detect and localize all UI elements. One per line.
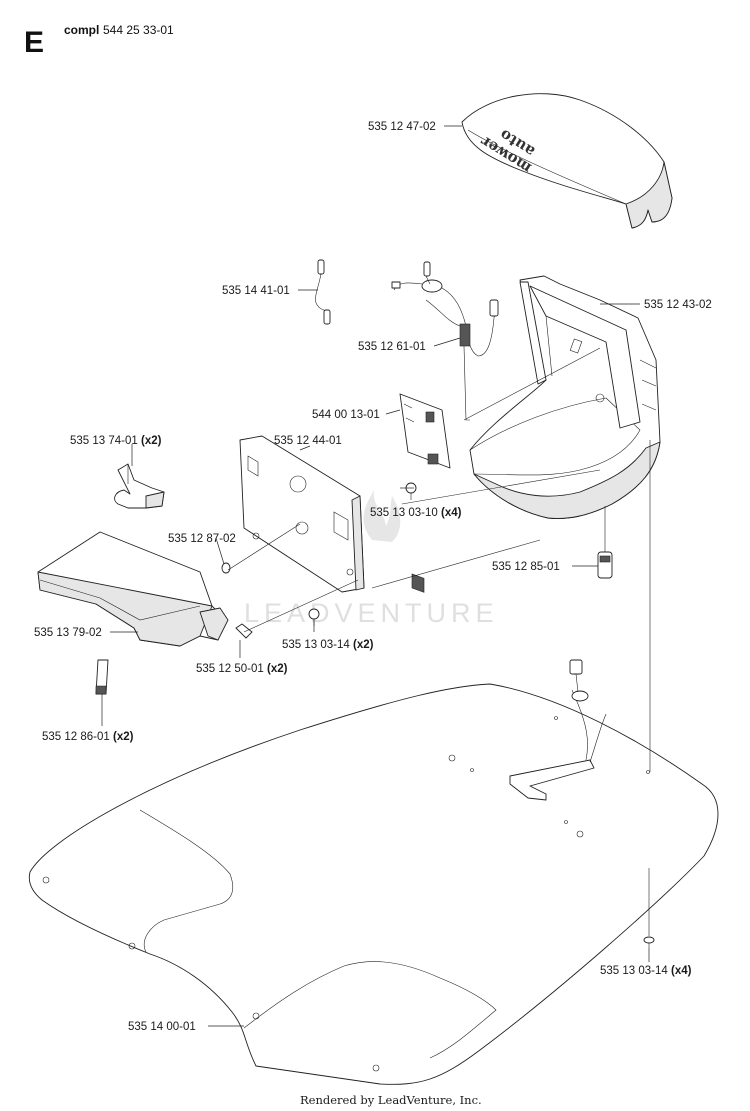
leader-lines	[101, 125, 650, 1027]
shaft-part	[235, 623, 253, 639]
label-cover: 535 12 47-02	[368, 121, 436, 133]
label-screw-board: 535 13 03-10 (x4)	[370, 507, 462, 519]
label-connector: 535 12 85-01	[492, 561, 560, 573]
screw-board-part	[405, 482, 417, 500]
sensor-part	[315, 259, 331, 325]
label-pin: 535 12 87-02	[168, 533, 236, 545]
strap-part	[95, 659, 109, 695]
label-shaft: 535 12 50-01 (x2)	[196, 663, 288, 675]
guide-lines	[227, 347, 651, 936]
label-screw-base: 535 13 03-14 (x4)	[600, 965, 692, 977]
label-plate: 535 12 44-01	[274, 435, 342, 447]
cover-part: auto mower	[461, 93, 673, 229]
circuit-board-part	[399, 393, 451, 593]
label-cable-harness: 535 12 61-01	[358, 341, 426, 353]
base-plate-part	[28, 659, 719, 1085]
section-letter: E	[24, 26, 44, 59]
label-screw-plate: 535 13 03-14 (x2)	[282, 639, 374, 651]
assembly-label: compl	[64, 23, 99, 37]
plate-part	[239, 435, 365, 593]
label-strap: 535 12 86-01 (x2)	[42, 731, 134, 743]
label-sensor: 535 14 41-01	[222, 285, 290, 297]
footer-credit: Rendered by LeadVenture, Inc.	[300, 1093, 482, 1107]
assembly-number: 544 25 33-01	[103, 23, 174, 37]
screw-base-part	[643, 936, 655, 948]
scoop-part	[37, 531, 229, 647]
connector-part	[597, 506, 613, 579]
pin-part	[221, 562, 231, 574]
upper-chassis-part	[469, 275, 661, 519]
part-labels: 535 12 47-02 535 12 43-02 535 14 41-01 5…	[34, 121, 712, 1033]
label-base-plate: 535 14 00-01	[128, 1021, 196, 1033]
label-chassis-upper: 535 12 43-02	[644, 299, 712, 311]
label-circuit-board: 544 00 13-01	[312, 409, 380, 421]
cable-harness-part	[391, 261, 499, 421]
watermark-flame-icon	[363, 490, 401, 542]
watermark-text: LEADVENTURE	[244, 598, 499, 628]
label-scoop: 535 13 79-02	[34, 627, 102, 639]
clip-part	[114, 463, 165, 509]
label-clip: 535 13 74-01 (x2)	[70, 435, 162, 447]
